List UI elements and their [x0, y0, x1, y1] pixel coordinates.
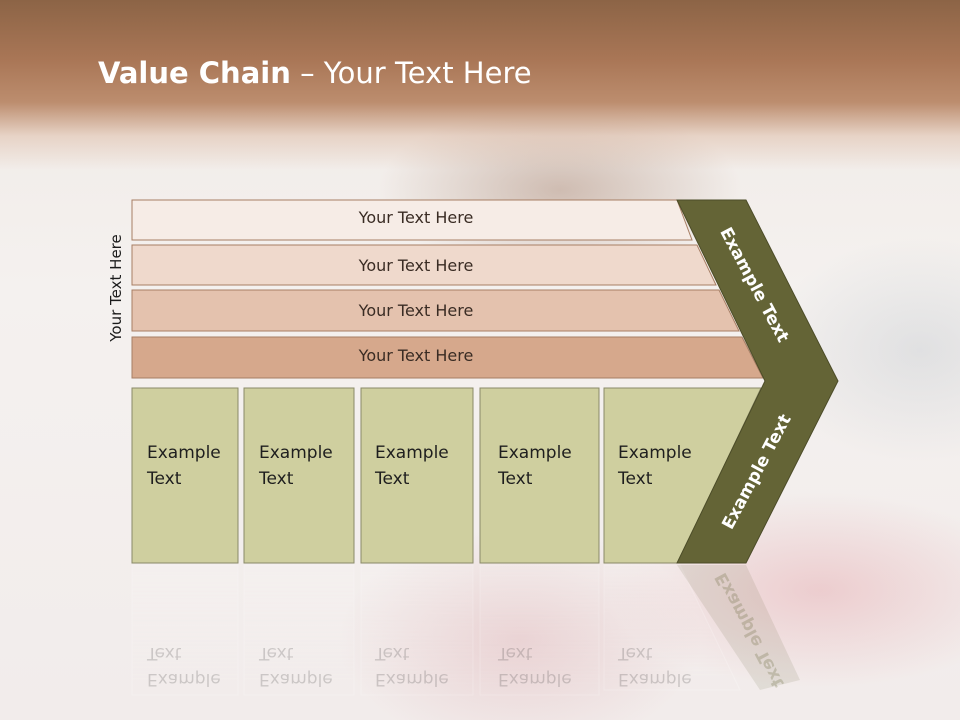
activity-box-3	[360, 387, 474, 564]
activity-box-5-text: Example Text	[618, 440, 692, 492]
activity-box-1-line1: Example	[147, 443, 221, 463]
chevron-reflection	[677, 565, 800, 690]
activity-box-4	[479, 387, 600, 564]
title-rest: – Your Text Here	[290, 56, 532, 90]
activity-box-3-line2: Text	[375, 469, 410, 489]
row-label-3: Your Text Here	[358, 301, 474, 320]
boxes-reflection	[131, 564, 741, 696]
row-bar-2	[131, 244, 717, 286]
activity-box-4-text: Example Text	[498, 440, 572, 492]
margin-chevron	[676, 199, 839, 564]
activity-box-5-line2: Text	[618, 469, 653, 489]
slide-title: Value Chain – Your Text Here	[98, 56, 532, 90]
activity-box-1-text: Example Text	[147, 440, 221, 492]
activity-box-3-line1: Example	[375, 443, 449, 463]
row-label-2: Your Text Here	[358, 256, 474, 275]
activity-box-4-line2: Text	[498, 469, 533, 489]
row-bar-1	[131, 199, 693, 241]
row-label-1: Your Text Here	[358, 208, 474, 227]
activity-box-2-line2: Text	[259, 469, 294, 489]
activity-box-2-text: Example Text	[259, 440, 333, 492]
activity-box-4-line1: Example	[498, 443, 572, 463]
activity-box-1	[131, 387, 239, 564]
row-bar-3	[131, 289, 740, 332]
activity-box-5-line1: Example	[618, 443, 692, 463]
activity-box-2	[243, 387, 355, 564]
row-label-4: Your Text Here	[358, 346, 474, 365]
activity-box-2-line1: Example	[259, 443, 333, 463]
activity-box-3-text: Example Text	[375, 440, 449, 492]
title-bold: Value Chain	[98, 56, 291, 90]
activity-box-1-line2: Text	[147, 469, 182, 489]
title-band	[0, 0, 960, 170]
